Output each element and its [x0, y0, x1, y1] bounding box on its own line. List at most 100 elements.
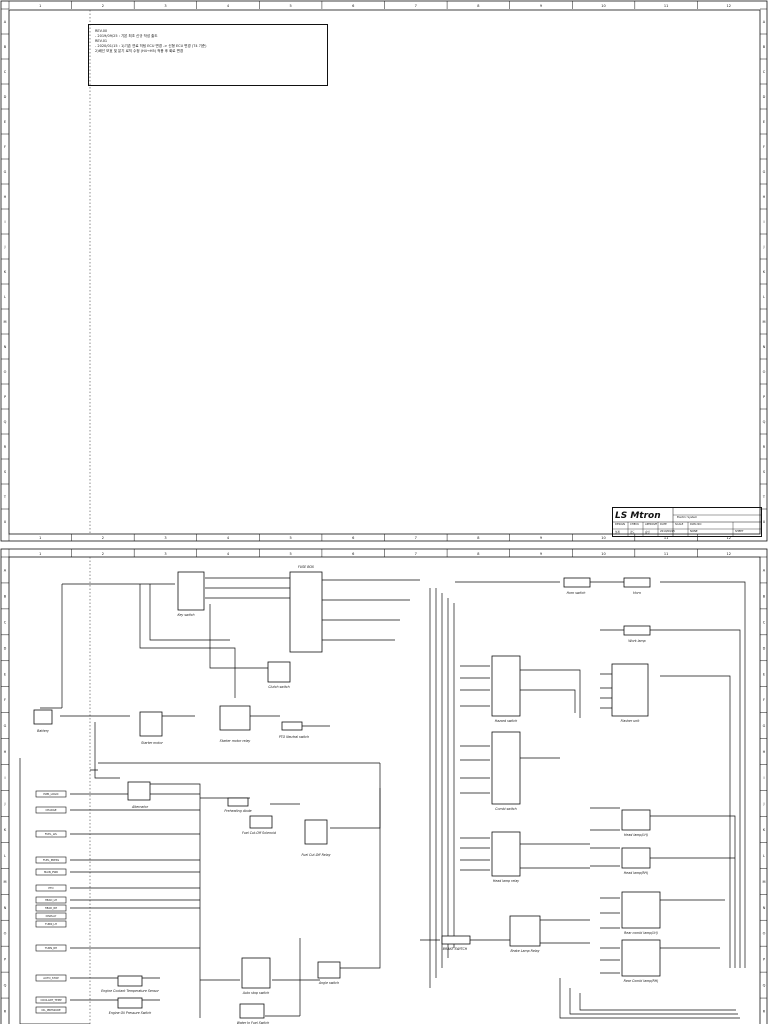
engine-oil-pressure-switch-symbol — [117, 997, 143, 1009]
revision-note-line: - 2020/01/15 : 1)기존 연료 히팅 ECU 변경 -> 신형 E… — [95, 44, 207, 48]
connector-tag: HEAD_RH — [45, 906, 57, 910]
row-marker: E — [763, 672, 765, 676]
row-marker: U — [4, 520, 7, 524]
row-marker: P — [4, 395, 6, 399]
rear-combi-lamp-rh-symbol — [621, 939, 661, 977]
engine-coolant-temperature-sensor-symbol — [117, 975, 143, 987]
connector-tag-box — [35, 868, 67, 876]
engine-coolant-temperature-sensor-label: Engine Coolant Temperature Sensor — [101, 989, 159, 993]
column-marker: 11 — [664, 536, 668, 540]
column-marker: 10 — [601, 552, 605, 556]
tb-cell: NONE — [690, 530, 698, 533]
hazard-switch-label: Hazard switch — [495, 719, 518, 723]
auto-stop-switch-label: Auto stop switch — [242, 991, 270, 995]
connector-tag-box — [35, 884, 67, 892]
connector-tag: DISPLAY — [46, 914, 57, 918]
row-marker: B — [4, 45, 7, 49]
row-marker: R — [763, 445, 766, 449]
connector-tag-box — [35, 944, 67, 952]
column-marker: 6 — [352, 4, 354, 8]
row-marker: L — [4, 295, 6, 299]
row-marker: D — [4, 95, 7, 99]
column-marker: 12 — [726, 536, 730, 540]
tb-cell: 설계 — [615, 531, 620, 534]
head-lamp-relay-symbol — [491, 831, 521, 877]
row-marker: S — [763, 470, 766, 474]
row-marker: I — [763, 776, 764, 780]
row-marker: C — [4, 70, 7, 74]
connector-tag-box — [35, 830, 67, 838]
column-marker: 10 — [601, 536, 605, 540]
work-lamp-label: Work lamp — [628, 639, 645, 643]
head-lamp-rh-label: Head lamp(RH) — [624, 871, 648, 875]
hazard-switch-symbol — [491, 655, 521, 717]
connector-tag-box — [35, 1006, 67, 1014]
rear-combi-lamp-lh-label: Rear combi lamp(LH) — [624, 931, 658, 935]
column-marker: 9 — [540, 536, 542, 540]
connector-tag: OIL_PRESSURE — [41, 1008, 61, 1012]
brake-lamp-relay-symbol — [509, 915, 541, 947]
column-marker: 8 — [477, 4, 479, 8]
tb-cell: APPROVE — [645, 523, 658, 526]
key-switch-symbol — [177, 571, 205, 611]
pto-neutral-switch-label: PTO Neutral switch — [279, 735, 309, 739]
connector-tag: CHARGE — [46, 808, 57, 812]
horn-symbol — [623, 577, 651, 588]
row-marker: S — [4, 470, 7, 474]
column-marker: 6 — [352, 552, 354, 556]
drawing-sheet-2: 112233445566778899101011111212AABBCCDDEE… — [0, 548, 768, 1024]
row-marker: C — [763, 620, 766, 624]
key-switch-label: Key switch — [177, 613, 194, 617]
fuse-box-symbol — [289, 571, 323, 653]
row-marker: G — [763, 724, 766, 728]
fuel-cut-off-relay-label: Fuel Cut-Off Relay — [302, 853, 331, 857]
column-marker: 9 — [540, 552, 542, 556]
column-marker: 4 — [227, 536, 230, 540]
water-in-fuel-switch-symbol — [239, 1003, 265, 1019]
head-lamp-lh-symbol — [621, 809, 651, 831]
row-marker: C — [4, 620, 7, 624]
row-marker: K — [763, 270, 766, 274]
connector-tag: MAIN_PWR — [44, 870, 58, 874]
row-marker: L — [4, 854, 6, 858]
connector-tag-box — [35, 904, 67, 912]
row-marker: N — [4, 345, 7, 349]
battery-symbol — [33, 709, 53, 725]
connector-tag: TURN_RH — [45, 946, 57, 950]
row-marker: A — [4, 568, 7, 572]
alternator-label: Alternator — [131, 805, 149, 809]
row-marker: J — [762, 245, 764, 249]
row-marker: R — [4, 445, 7, 449]
head-lamp-relay-label: Head lamp relay — [493, 879, 519, 883]
column-marker: 7 — [415, 536, 417, 540]
grid-markers: 112233445566778899101011111212AABBCCDDEE… — [1, 549, 767, 1014]
row-marker: Q — [763, 420, 766, 424]
row-marker: L — [763, 854, 765, 858]
row-marker: D — [763, 95, 766, 99]
row-marker: N — [4, 906, 7, 910]
fuse-box-label: FUSE BOX — [298, 565, 315, 569]
brake-switch-symbol — [441, 935, 471, 945]
column-marker: 1 — [39, 536, 41, 540]
starter-motor-symbol — [139, 711, 163, 737]
row-marker: U — [763, 520, 766, 524]
row-marker: I — [4, 776, 5, 780]
row-marker: N — [763, 345, 766, 349]
row-marker: K — [763, 828, 766, 832]
connector-tag-box — [35, 896, 67, 904]
column-marker: 11 — [664, 4, 668, 8]
row-marker: G — [4, 170, 7, 174]
fuel-cut-off-solenoid-label: Fuel Cut-Off Solenoid — [242, 831, 277, 835]
component-symbols — [33, 571, 661, 1019]
column-marker: 3 — [164, 4, 166, 8]
connector-tag-box — [35, 790, 67, 798]
column-marker: 2 — [102, 4, 104, 8]
tb-cell: 승인 — [645, 531, 650, 534]
column-marker: 2 — [102, 536, 104, 540]
company-logo: LS Mtron — [615, 511, 661, 521]
engine-oil-pressure-switch-label: Engine Oil Pressure Switch — [109, 1011, 152, 1015]
row-marker: G — [763, 170, 766, 174]
angle-switch-symbol — [317, 961, 341, 979]
